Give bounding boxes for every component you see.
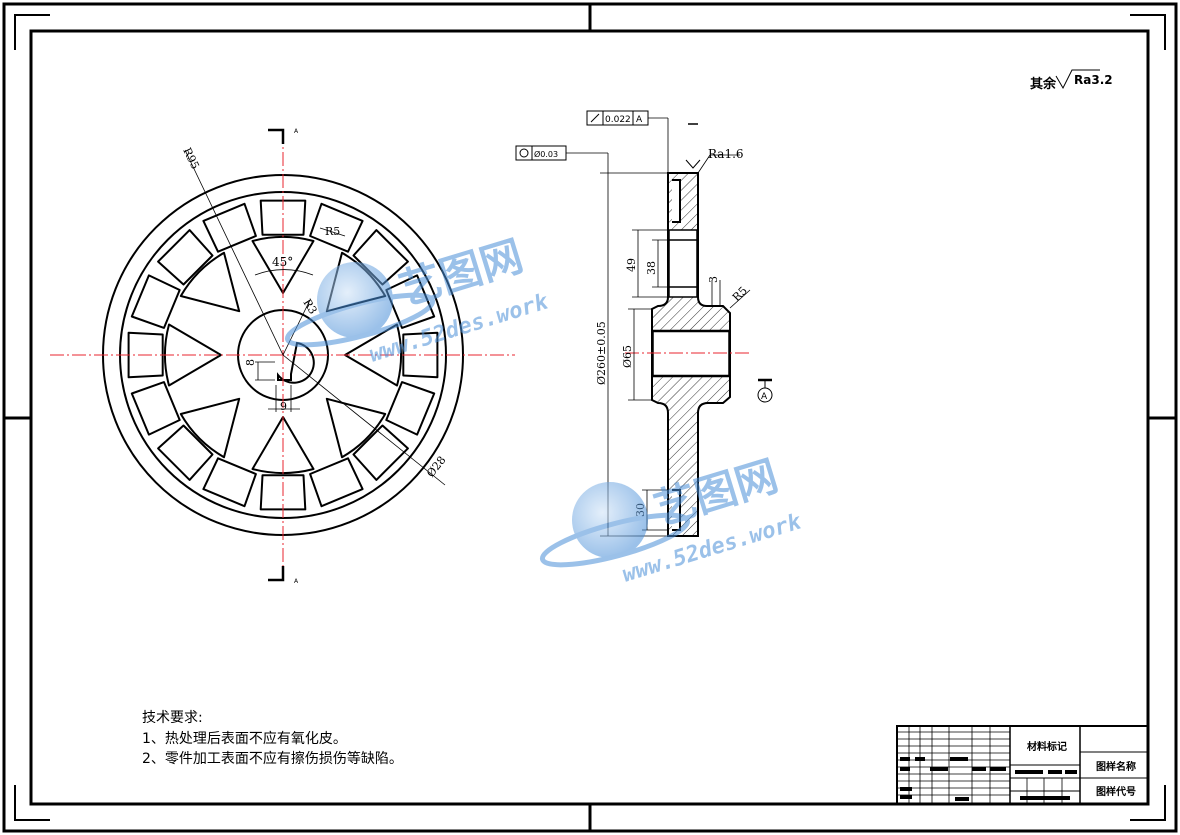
dim-38: 38	[645, 261, 658, 275]
rim-slot	[385, 274, 436, 329]
rim-slot	[157, 424, 214, 481]
dim-3: 3	[707, 276, 720, 283]
dim-r5-front: R5	[325, 225, 340, 238]
runout-arrow-icon	[590, 113, 600, 123]
keyed-bore	[277, 341, 315, 384]
rim-slot	[259, 474, 307, 511]
datum-a: A	[757, 378, 773, 403]
section-marks	[268, 128, 285, 582]
front-view: A A R95 R5 R3 45° 8 9 Ø28	[50, 128, 515, 585]
drawing-name-label: 图样名称	[1096, 760, 1136, 773]
section-mark-top: A	[294, 128, 299, 135]
rim-slot	[130, 274, 181, 329]
tech-req-title: 技术要求:	[142, 710, 203, 726]
spoke-window	[325, 397, 387, 459]
tech-req-item-2: 2、零件加工表面不应有擦伤损伤等缺陷。	[142, 751, 403, 767]
watermark-globe-icon	[317, 262, 393, 338]
dim-r95: R95	[180, 146, 201, 172]
dim-49: 49	[625, 258, 638, 272]
rim-slot	[202, 457, 257, 508]
circularity-tolerance-frame: Ø0.03	[515, 145, 567, 161]
rim-slot	[259, 199, 307, 236]
rim-slot	[309, 202, 364, 253]
front-dimension-lines	[184, 149, 446, 486]
rim-slot	[202, 202, 257, 253]
runout-value: 0.022	[605, 115, 631, 125]
dim-keyway-depth: 8	[244, 359, 257, 366]
circularity-value: Ø0.03	[534, 149, 558, 159]
dim-r5-side: R5	[730, 284, 750, 304]
roughness-value: Ra3.2	[1074, 73, 1113, 87]
dim-ra-side: Ra1.6	[708, 147, 744, 161]
material-label: 材料标记	[1027, 740, 1067, 753]
roughness-label: 其余	[1030, 76, 1057, 92]
top-rim-slot	[672, 179, 681, 223]
dim-angle-45: 45°	[272, 255, 293, 269]
section-mark-bottom: A	[294, 578, 299, 585]
rim-slot	[309, 457, 364, 508]
upper-spoke-window	[668, 229, 698, 298]
rim-slot	[127, 331, 164, 379]
drawing-code-label: 图样代号	[1096, 785, 1136, 798]
cylindricity-icon	[519, 148, 529, 158]
side-section-view: Ra1.6 Ø260±0.05 Ø65 49 38 3 R5 30 0.022 …	[515, 110, 773, 537]
watermark-1: 艺图网 www.52des.work	[284, 231, 552, 368]
dim-keyway-width: 9	[280, 400, 287, 413]
rim-slot	[385, 381, 436, 436]
runout-datum: A	[636, 115, 643, 125]
rim-slot	[130, 381, 181, 436]
rim-slot	[352, 424, 409, 481]
spoke-window	[179, 251, 241, 313]
runout-tolerance-frame: 0.022 A	[586, 110, 649, 126]
rim-slot	[157, 229, 214, 286]
dim-hole-dia: Ø28	[424, 454, 448, 480]
rim-slot	[402, 331, 439, 379]
title-block-filler	[900, 757, 1077, 801]
dim-hub-dia: Ø65	[621, 345, 634, 368]
roughness-note: 其余 Ra3.2	[1030, 69, 1113, 92]
watermark-globe-icon	[572, 482, 648, 558]
side-roughness-symbol	[685, 159, 701, 169]
bottom-rim-slot	[672, 489, 681, 531]
spoke-window	[251, 236, 315, 294]
tech-req-item-1: 1、热处理后表面不应有氧化皮。	[142, 731, 347, 747]
datum-label: A	[761, 392, 768, 402]
spoke-window	[179, 397, 241, 459]
dim-outer-dia: Ø260±0.05	[595, 321, 608, 385]
